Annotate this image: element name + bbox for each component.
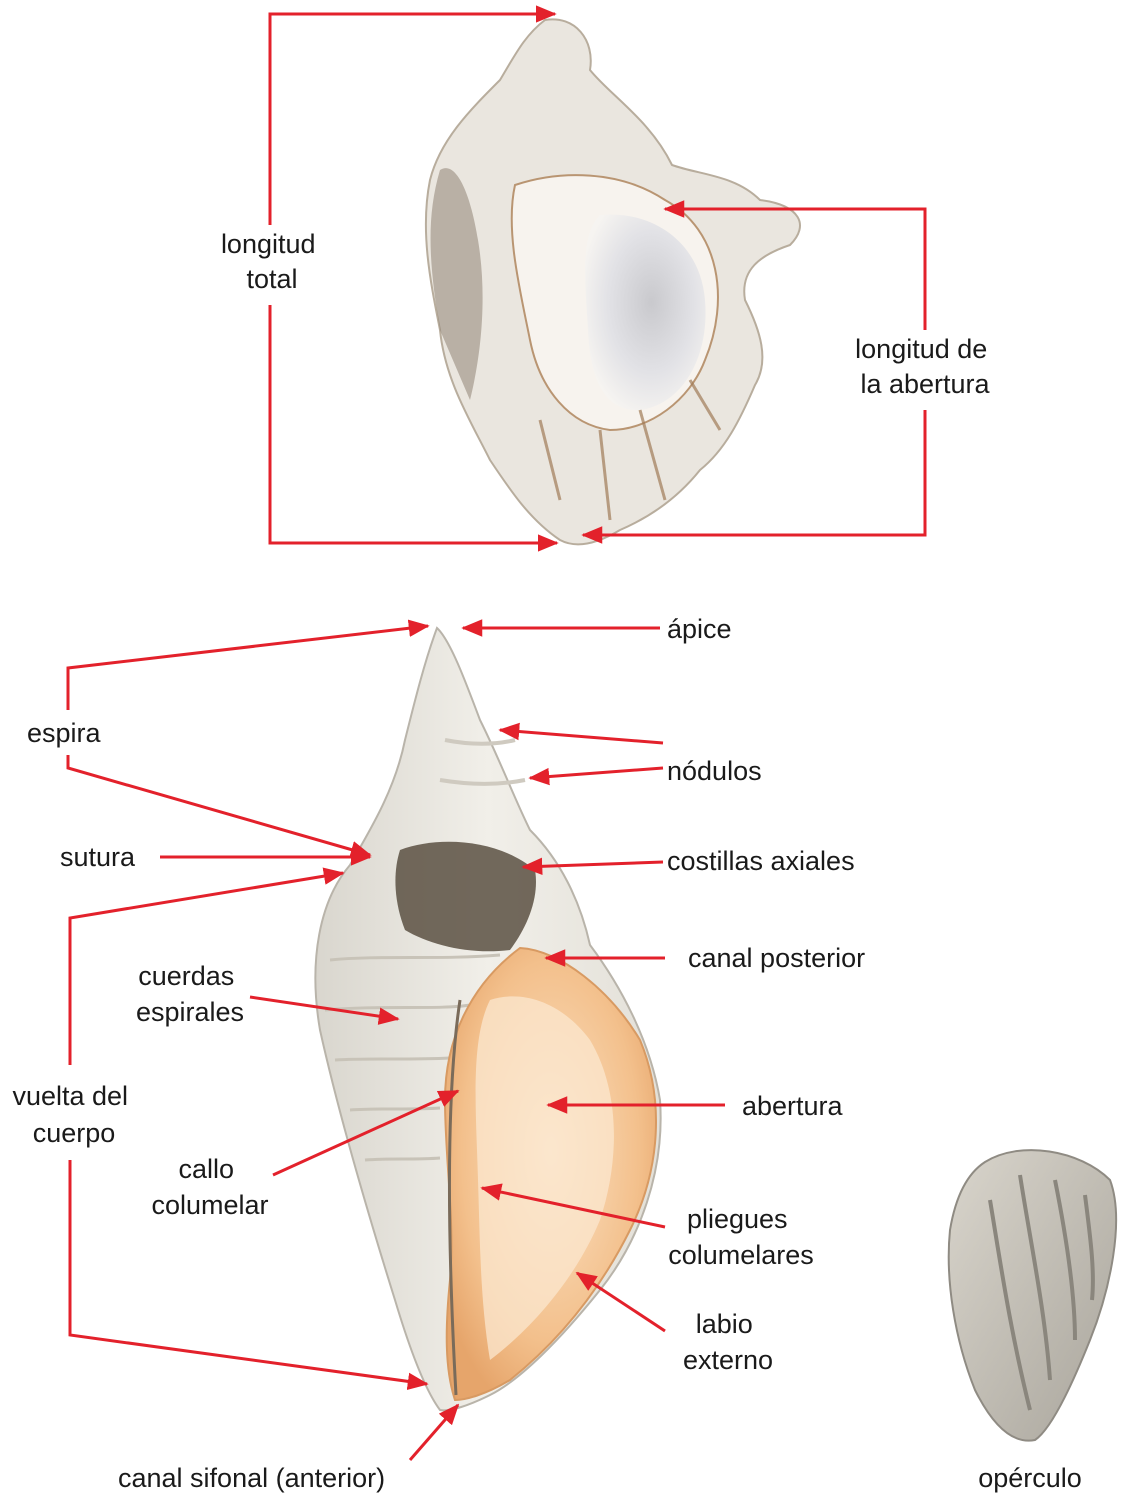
operculum-image — [949, 1150, 1116, 1441]
label-operculo: opérculo — [978, 1463, 1082, 1493]
label-canal-posterior: canal posterior — [688, 943, 865, 973]
label-longitud-total: longitud total — [221, 229, 323, 294]
label-costillas-axiales: costillas axiales — [667, 846, 855, 876]
label-apice: ápice — [667, 614, 732, 644]
label-cuerdas-espirales: cuerdas espirales — [136, 961, 244, 1027]
label-canal-sifonal: canal sifonal (anterior) — [118, 1463, 385, 1493]
label-sutura: sutura — [60, 842, 136, 872]
label-callo-columelar: callo columelar — [151, 1154, 268, 1220]
label-vuelta-del-cuerpo: vuelta del cuerpo — [12, 1081, 135, 1148]
label-pliegues-columelares: pliegues columelares — [668, 1204, 814, 1270]
label-labio-externo: labio externo — [683, 1309, 773, 1375]
label-espira: espira — [27, 718, 102, 748]
label-longitud-abertura: longitud de la abertura — [855, 334, 995, 399]
label-nodulos: nódulos — [667, 756, 762, 786]
label-abertura: abertura — [742, 1091, 844, 1121]
top-shell-image — [426, 19, 800, 544]
